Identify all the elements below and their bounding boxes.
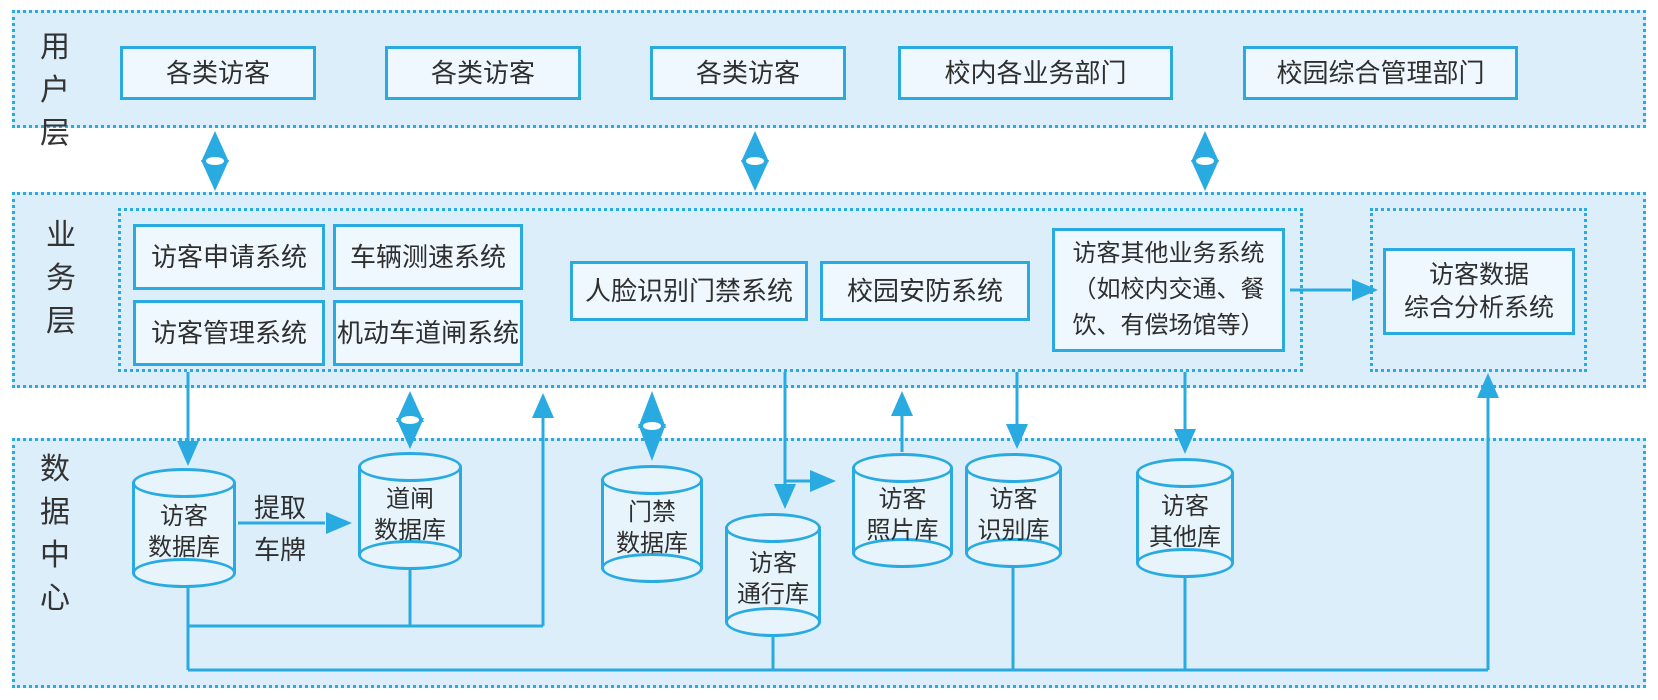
- system-box-visitor-management: 访客管理系统: [133, 300, 325, 366]
- system-box-other-business: 访客其他业务系统 （如校内交通、餐 饮、有偿场馆等）: [1052, 228, 1285, 352]
- db-cylinder-visitor: 访客数据库: [132, 468, 236, 588]
- double-arrow: [638, 391, 666, 428]
- double-arrow: [638, 424, 666, 461]
- analysis-line1: 访客数据: [1428, 260, 1529, 289]
- other-business-line1: 访客其他业务系统: [1072, 240, 1265, 267]
- double-arrow: [1191, 131, 1219, 162]
- db-cylinder-visitor-other: 访客其他库: [1136, 458, 1234, 578]
- user-box-campus-admin: 校园综合管理部门: [1243, 46, 1518, 100]
- data-center-label: 数据中心: [40, 453, 70, 615]
- right-arrowhead: [326, 512, 352, 534]
- connector-lines: [186, 288, 1490, 672]
- system-box-vehicle-gate: 机动车道闸系统: [333, 300, 523, 366]
- down-arrowhead: [1006, 424, 1028, 449]
- analysis-line2: 综合分析系统: [1403, 293, 1554, 322]
- other-business-line2: （如校内交通、餐: [1072, 276, 1265, 303]
- up-arrowhead: [891, 391, 913, 416]
- system-box-campus-security: 校园安防系统: [820, 261, 1030, 321]
- db-cylinder-gate: 道闸数据库: [358, 452, 462, 570]
- user-box-visitors-3: 各类访客: [650, 46, 846, 100]
- right-arrowhead: [1352, 279, 1378, 301]
- system-box-data-analysis: 访客数据 综合分析系统: [1383, 248, 1575, 335]
- user-layer-label: 用户层: [40, 31, 70, 150]
- extract-plate-label-line1: 提取: [253, 493, 306, 523]
- db-cylinder-access-control: 门禁数据库: [601, 465, 703, 583]
- db-cylinder-visitor-photo: 访客照片库: [852, 453, 953, 568]
- system-box-visitor-application: 访客申请系统: [133, 224, 325, 290]
- arrowheads: [177, 131, 1499, 534]
- double-arrow-lenses: [206, 157, 1214, 430]
- double-arrow: [396, 418, 424, 449]
- user-box-visitors-1: 各类访客: [120, 46, 316, 100]
- double-arrow: [741, 160, 769, 191]
- down-arrowhead: [177, 441, 199, 466]
- down-arrowhead: [1174, 429, 1196, 454]
- system-box-face-access: 人脸识别门禁系统: [570, 261, 808, 321]
- double-arrow: [201, 131, 229, 162]
- down-arrowhead: [774, 484, 796, 509]
- up-arrowhead: [1477, 373, 1499, 398]
- double-arrow: [396, 391, 424, 422]
- db-cylinder-visitor-pass: 访客通行库: [725, 513, 821, 637]
- user-box-visitors-2: 各类访客: [385, 46, 581, 100]
- right-arrowhead: [810, 470, 836, 492]
- other-business-line3: 饮、有偿场馆等）: [1072, 312, 1265, 339]
- system-box-vehicle-speed: 车辆测速系统: [333, 224, 523, 290]
- double-arrow: [1191, 160, 1219, 191]
- double-arrow: [741, 131, 769, 162]
- up-arrowhead: [532, 393, 554, 418]
- business-layer-label: 业务层: [46, 219, 76, 338]
- user-box-campus-departments: 校内各业务部门: [898, 46, 1173, 100]
- double-arrow: [201, 160, 229, 191]
- db-cylinder-visitor-recognition: 访客识别库: [965, 453, 1062, 568]
- extract-plate-label-line2: 车牌: [253, 535, 306, 565]
